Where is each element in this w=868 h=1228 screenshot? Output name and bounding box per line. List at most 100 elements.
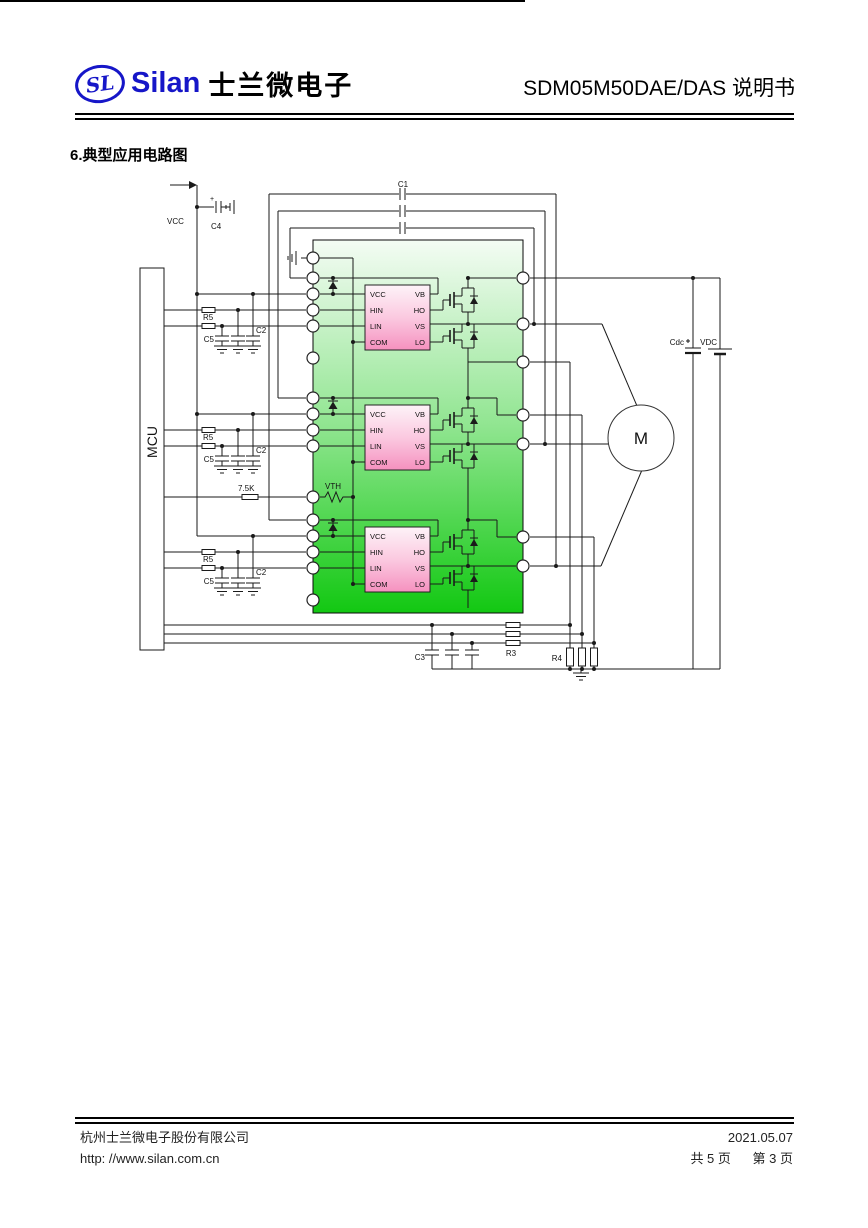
diode-icon xyxy=(328,281,338,289)
thermistor-icon xyxy=(320,490,353,504)
module-pin xyxy=(306,391,320,405)
mcu-body xyxy=(139,267,165,651)
body-diode-icon xyxy=(470,575,478,582)
footer-date: 2021.05.07 xyxy=(727,1130,793,1145)
header-divider xyxy=(75,113,794,120)
gate-driver-ic xyxy=(364,526,431,593)
body-diode-icon xyxy=(470,333,478,340)
c5-label: C5 xyxy=(204,335,215,344)
motor-label: M xyxy=(634,429,648,448)
ic-pin-label: VCC xyxy=(370,532,386,541)
ic-pin-label: HO xyxy=(414,426,425,435)
module-pin xyxy=(306,351,320,365)
r3-label: R3 xyxy=(506,649,517,658)
junction-dot xyxy=(331,292,335,296)
module-pin xyxy=(306,319,320,333)
gate-driver-ic xyxy=(364,284,431,351)
ic-pin-label: COM xyxy=(370,580,388,589)
diode-icon xyxy=(328,523,338,531)
resistor-r5 xyxy=(201,565,216,571)
ic-pin-label: VS xyxy=(415,564,425,573)
ic-pin-label: COM xyxy=(370,338,388,347)
ic-pin-label: VB xyxy=(415,410,425,419)
ic-pin-label: LIN xyxy=(370,564,382,573)
ic-pin-label: LO xyxy=(415,338,425,347)
module-pin xyxy=(306,439,320,453)
resistor-r5 xyxy=(201,443,216,449)
module-pin xyxy=(516,355,530,369)
section-title: 6.典型应用电路图 xyxy=(70,147,188,164)
resistor-r5 xyxy=(201,323,216,329)
c5-label: C5 xyxy=(204,577,215,586)
resistor-r4 xyxy=(590,647,598,667)
module-pin xyxy=(306,407,320,421)
wire xyxy=(600,469,643,567)
ic-pin-label: HIN xyxy=(370,306,383,315)
module-pin xyxy=(516,408,530,422)
c5-label: C5 xyxy=(204,455,215,464)
junction-dot xyxy=(331,412,335,416)
logo-text-silan: Silan xyxy=(131,67,201,99)
r4-label: R4 xyxy=(552,654,563,663)
footer-divider xyxy=(75,1117,794,1124)
c4-label: C4 xyxy=(211,222,222,231)
footer-company: 杭州士兰微电子股份有限公司 xyxy=(80,1130,250,1145)
module-pin xyxy=(306,251,320,265)
resistor-r3 xyxy=(505,631,521,637)
wire xyxy=(601,323,638,407)
ic-pin-label: VS xyxy=(415,322,425,331)
resistor-r3 xyxy=(505,640,521,646)
gate-driver-ic xyxy=(364,404,431,471)
c3-label: C3 xyxy=(415,653,426,662)
mcu-label: MCU xyxy=(144,426,160,458)
vdc-label: VDC xyxy=(700,338,717,347)
resistor-r5 xyxy=(201,307,216,313)
footer-page-total: 共 5 页 xyxy=(690,1151,731,1166)
ic-pin-label: LIN xyxy=(370,322,382,331)
footer-page-block: 2021.05.07 共 5 页 第 3 页 xyxy=(672,1127,793,1169)
r5-label: R5 xyxy=(203,555,214,564)
cdc-label: Cdc xyxy=(670,338,684,347)
body-diode-icon xyxy=(470,417,478,424)
body-diode-icon xyxy=(470,453,478,460)
module-pin xyxy=(516,271,530,285)
diode-icon xyxy=(328,401,338,409)
ic-pin-label: COM xyxy=(370,458,388,467)
plus-sign: + xyxy=(210,196,214,203)
resistor-r3 xyxy=(505,622,521,628)
document-title: SDM05M50DAE/DAS 说明书 xyxy=(523,77,795,100)
c1-label: C1 xyxy=(398,180,409,189)
resistor-7p5k xyxy=(241,494,259,500)
junction-dot xyxy=(331,396,335,400)
c2-label: C2 xyxy=(256,568,267,577)
ic-pin-label: VB xyxy=(415,532,425,541)
module-pin xyxy=(306,271,320,285)
ic-pin-label: VB xyxy=(415,290,425,299)
junction-dot xyxy=(331,518,335,522)
footer-url[interactable]: http: //www.silan.com.cn xyxy=(80,1151,220,1166)
ic-pin-label: LIN xyxy=(370,442,382,451)
ic-pin-label: LO xyxy=(415,580,425,589)
junction-dot xyxy=(466,322,470,326)
module-pin xyxy=(516,559,530,573)
ic-pin-label: VCC xyxy=(370,410,386,419)
module-pin xyxy=(516,317,530,331)
footer-page-current: 第 3 页 xyxy=(752,1151,793,1166)
c2-label: C2 xyxy=(256,326,267,335)
ic-pin-label: HIN xyxy=(370,548,383,557)
module-pin xyxy=(306,529,320,543)
module-pin xyxy=(306,287,320,301)
logo-text-chinese: 士兰微电子 xyxy=(208,71,354,101)
junction-dot xyxy=(466,564,470,568)
r7p5k-label: 7.5K xyxy=(238,484,255,493)
module-pin xyxy=(306,423,320,437)
resistor-r4 xyxy=(566,647,574,667)
resistor-r5 xyxy=(201,549,216,555)
r5-label: R5 xyxy=(203,313,214,322)
module-pin xyxy=(306,303,320,317)
module-pin xyxy=(306,545,320,559)
junction-dot xyxy=(331,276,335,280)
junction-dot xyxy=(331,534,335,538)
